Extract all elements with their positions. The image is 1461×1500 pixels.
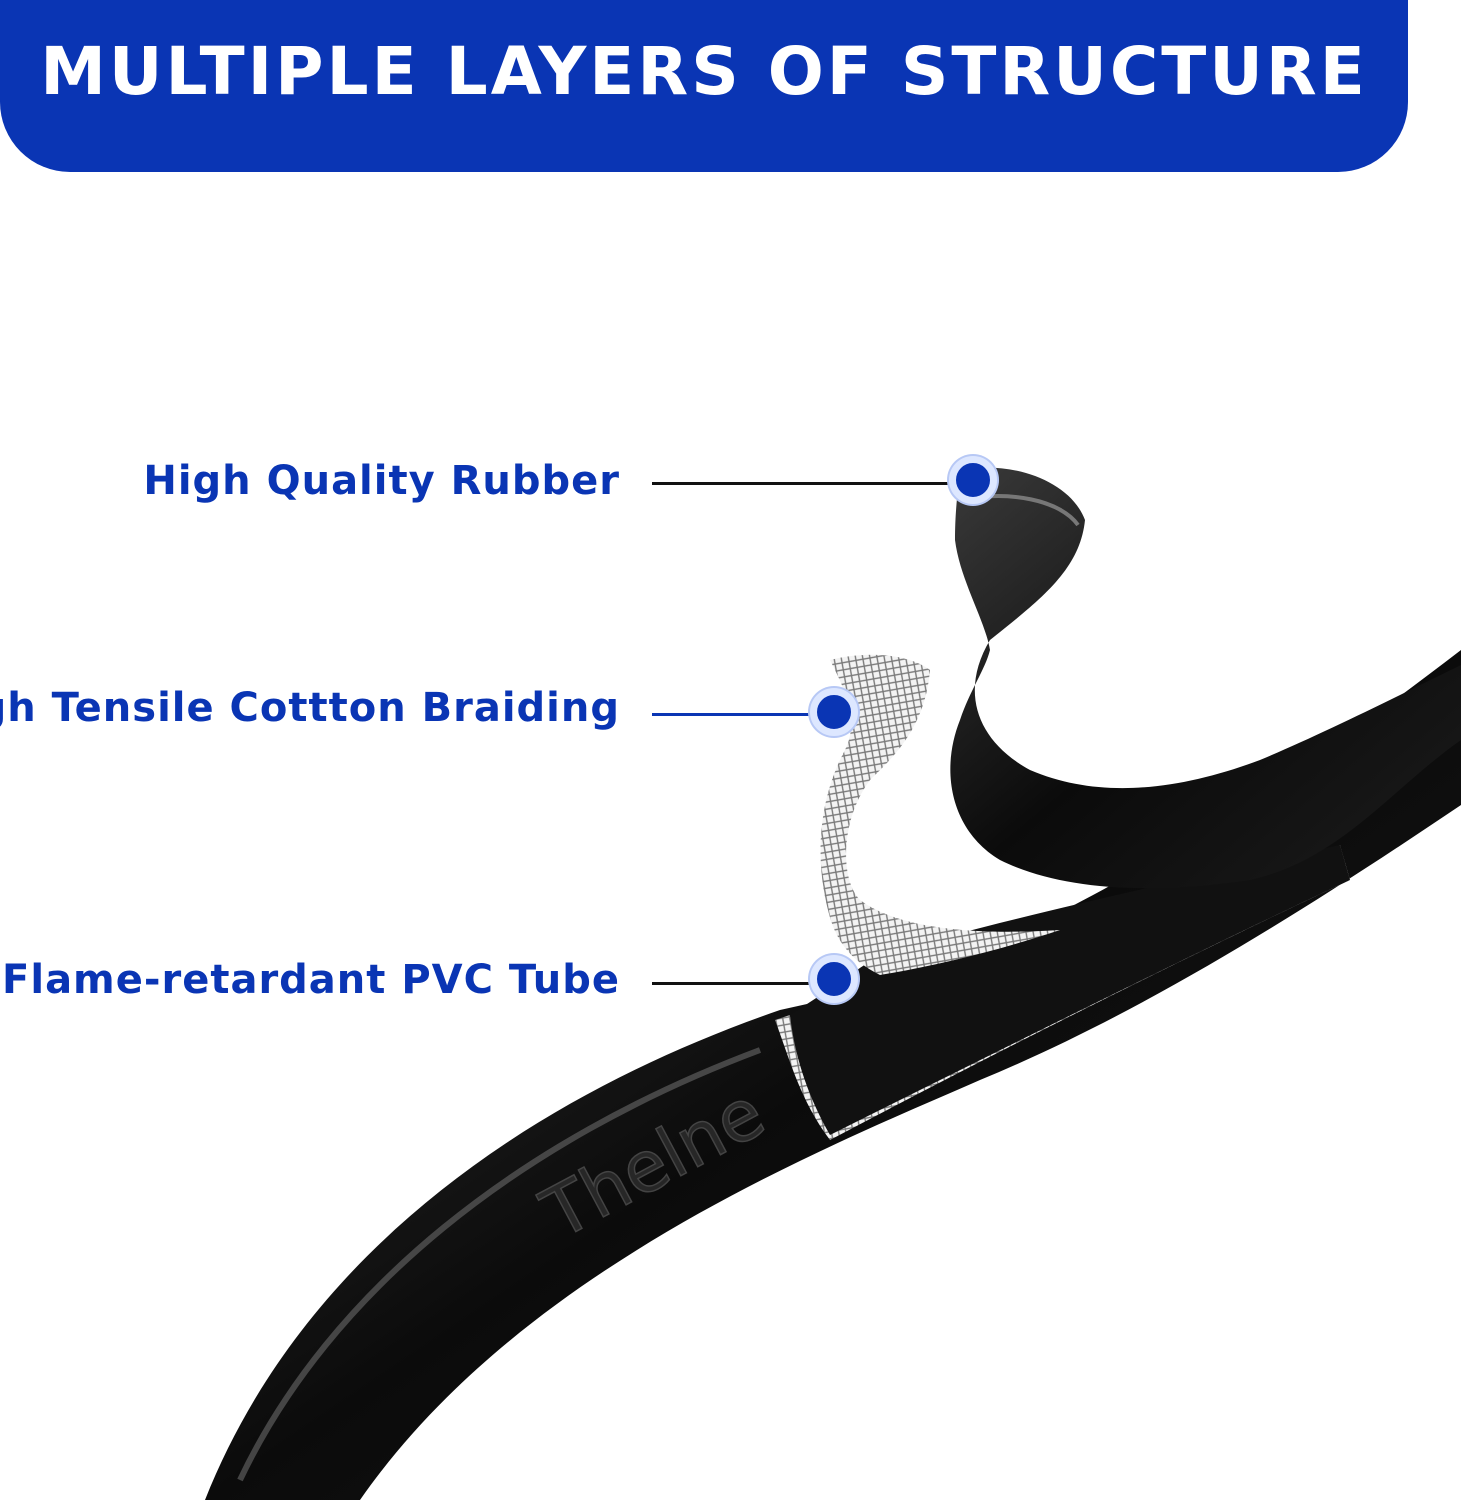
callout-leader-pvc [652, 982, 817, 985]
callout-leader-rubber [652, 482, 952, 485]
callout-label-braiding: High Tensile Cottton Braiding [0, 683, 620, 733]
callout-marker-pvc [810, 955, 858, 1003]
callout-leader-braiding [652, 713, 817, 716]
callout-marker-braiding [810, 688, 858, 736]
callout-label-pvc: Flame-retardant PVC Tube [2, 955, 620, 1005]
callout-marker-rubber [949, 456, 997, 504]
pvc-tube-flap [790, 845, 1350, 1135]
callout-label-rubber: High Quality Rubber [143, 456, 620, 506]
